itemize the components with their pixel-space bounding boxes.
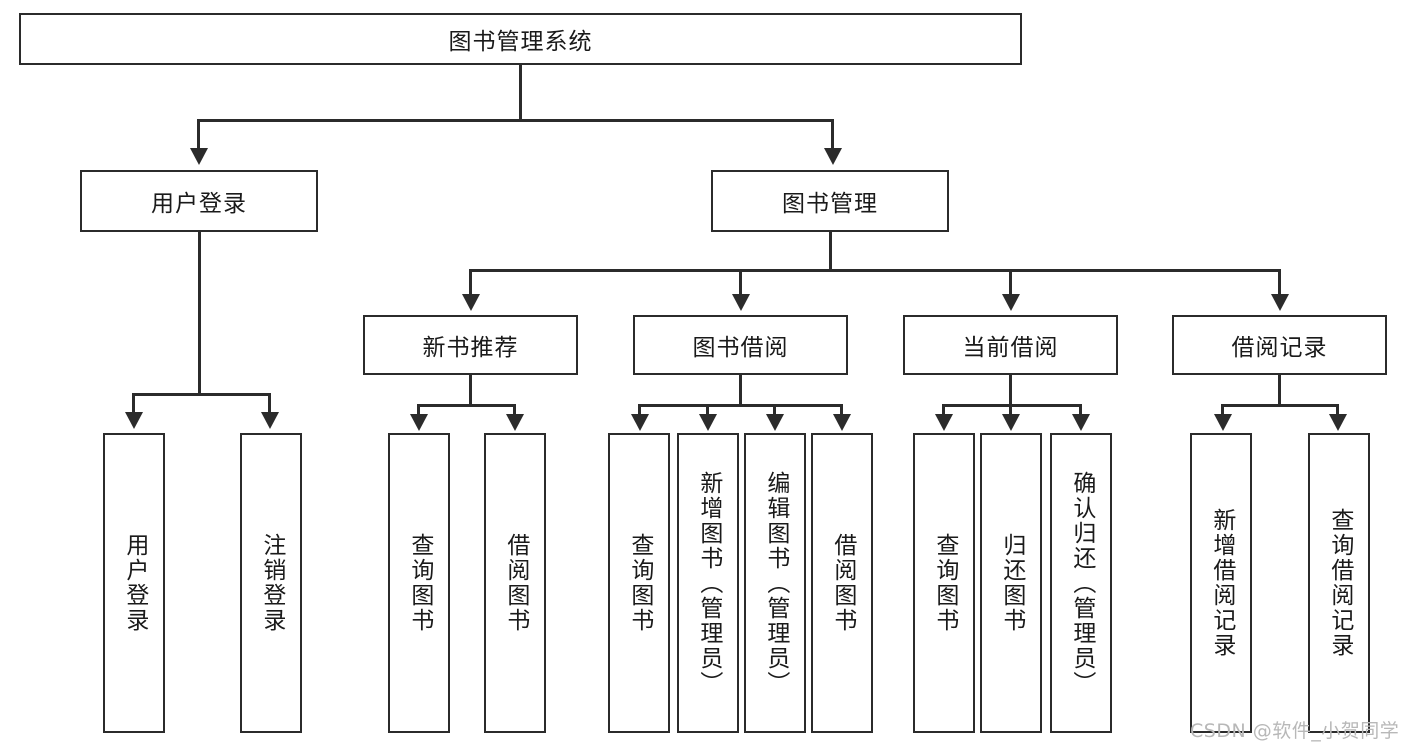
node-label: 查询图书 [931,533,958,633]
edge-level2-bus [469,269,1281,272]
node-label: 编辑图书（管理员） [762,470,789,696]
edge-new-book-bus [417,404,516,407]
edge-to-current-borrow [1009,269,1012,297]
edge-root-bus [197,119,834,122]
node-label: 注销登录 [258,533,285,633]
arrowhead-leaf-edit-book [766,414,784,431]
edge-to-user-login [197,119,200,151]
arrowhead-new-book [462,294,480,311]
node-label: 新增借阅记录 [1208,508,1235,658]
arrowhead-user-login [190,148,208,165]
edge-borrow-record-bus [1221,404,1339,407]
node-current-borrow[interactable]: 当前借阅 [903,315,1118,375]
edge-borrow-record-leaf2 [1336,404,1339,418]
node-book-borrow[interactable]: 图书借阅 [633,315,848,375]
node-leaf-borrow-book-1[interactable]: 借阅图书 [484,433,546,733]
node-leaf-edit-book[interactable]: 编辑图书（管理员） [744,433,806,733]
arrowhead-leaf-user-login [125,412,143,429]
csdn-watermark: CSDN @软件_小贺同学 [1190,720,1400,742]
edge-current-borrow-bus [942,404,1082,407]
edge-book-borrow-bus [638,404,843,407]
edge-book-borrow-leaf4 [840,404,843,418]
node-label: 借阅记录 [1231,335,1328,361]
node-leaf-query-book-1[interactable]: 查询图书 [388,433,450,733]
node-root-system[interactable]: 图书管理系统 [19,13,1022,65]
node-leaf-query-record[interactable]: 查询借阅记录 [1308,433,1370,733]
node-leaf-confirm-return[interactable]: 确认归还（管理员） [1050,433,1112,733]
arrowhead-leaf-query-book-3 [935,414,953,431]
node-leaf-user-login[interactable]: 用户登录 [103,433,165,733]
edge-to-book-management [831,119,834,151]
node-label: 用户登录 [121,533,148,633]
edge-borrow-record-down [1278,375,1281,407]
arrowhead-leaf-add-record [1214,414,1232,431]
node-leaf-add-book[interactable]: 新增图书（管理员） [677,433,739,733]
arrowhead-leaf-confirm-return [1072,414,1090,431]
arrowhead-current-borrow [1002,294,1020,311]
edge-borrow-record-leaf1 [1221,404,1224,418]
edge-book-borrow-leaf1 [638,404,641,418]
node-label: 查询图书 [626,533,653,633]
node-new-book-recommend[interactable]: 新书推荐 [363,315,578,375]
arrowhead-book-borrow [732,294,750,311]
edge-user-login-leaf1 [132,393,135,415]
edge-book-borrow-leaf2 [706,404,709,418]
edge-user-login-leaf2 [268,393,271,415]
node-user-login[interactable]: 用户登录 [80,170,318,232]
node-label: 当前借阅 [962,335,1059,361]
edge-current-borrow-down [1009,375,1012,407]
edge-user-login-bus [132,393,271,396]
arrowhead-leaf-add-book [699,414,717,431]
node-label: 用户登录 [151,191,247,217]
edge-root-down [519,65,522,121]
edge-current-borrow-leaf3 [1079,404,1082,418]
node-leaf-add-record[interactable]: 新增借阅记录 [1190,433,1252,733]
arrowhead-leaf-logout [261,412,279,429]
edge-book-borrow-down [739,375,742,407]
node-label: 借阅图书 [829,533,856,633]
edge-new-book-down [469,375,472,407]
edge-to-new-book [469,269,472,297]
node-label: 图书管理 [782,191,878,217]
arrowhead-leaf-borrow-book-1 [506,414,524,431]
arrowhead-borrow-record [1271,294,1289,311]
arrowhead-leaf-borrow-book-2 [833,414,851,431]
edge-to-borrow-record [1278,269,1281,297]
node-leaf-query-book-3[interactable]: 查询图书 [913,433,975,733]
node-leaf-logout[interactable]: 注销登录 [240,433,302,733]
edge-current-borrow-leaf2 [1009,404,1012,418]
node-label: 查询图书 [406,533,433,633]
node-leaf-return-book[interactable]: 归还图书 [980,433,1042,733]
arrowhead-leaf-query-book-2 [631,414,649,431]
node-label: 图书借阅 [692,335,789,361]
node-label: 借阅图书 [502,533,529,633]
node-book-management[interactable]: 图书管理 [711,170,949,232]
node-label: 新书推荐 [422,335,519,361]
node-leaf-query-book-2[interactable]: 查询图书 [608,433,670,733]
arrowhead-leaf-query-record [1329,414,1347,431]
arrowhead-leaf-query-book-1 [410,414,428,431]
node-borrow-record[interactable]: 借阅记录 [1172,315,1387,375]
edge-current-borrow-leaf1 [942,404,945,418]
edge-book-management-down [829,232,832,272]
edge-user-login-down [198,232,201,396]
edge-to-book-borrow [739,269,742,297]
node-label: 新增图书（管理员） [695,470,722,696]
arrowhead-leaf-return-book [1002,414,1020,431]
node-label: 确认归还（管理员） [1068,470,1095,696]
edge-book-borrow-leaf3 [773,404,776,418]
edge-new-book-leaf2 [513,404,516,418]
arrowhead-book-management [824,148,842,165]
node-leaf-borrow-book-2[interactable]: 借阅图书 [811,433,873,733]
node-label: 查询借阅记录 [1326,508,1353,658]
node-label: 归还图书 [998,533,1025,633]
node-label: 图书管理系统 [448,29,593,55]
edge-new-book-leaf1 [417,404,420,418]
